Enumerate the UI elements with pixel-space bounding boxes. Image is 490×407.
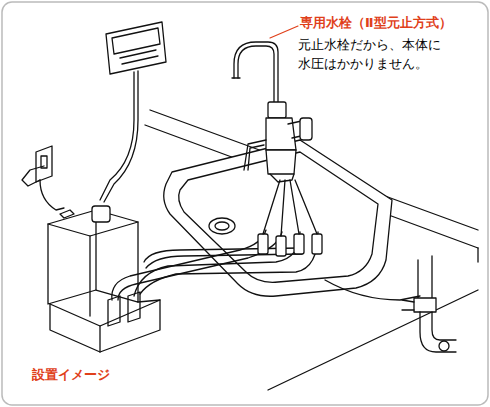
callout-note: 元止水栓だから、本体に 水圧はかかりません。 <box>298 36 474 74</box>
faucet-callout: 専用水栓（Ⅱ型元止方式） <box>300 14 452 33</box>
caption-label: 設置イメージ <box>32 366 110 385</box>
